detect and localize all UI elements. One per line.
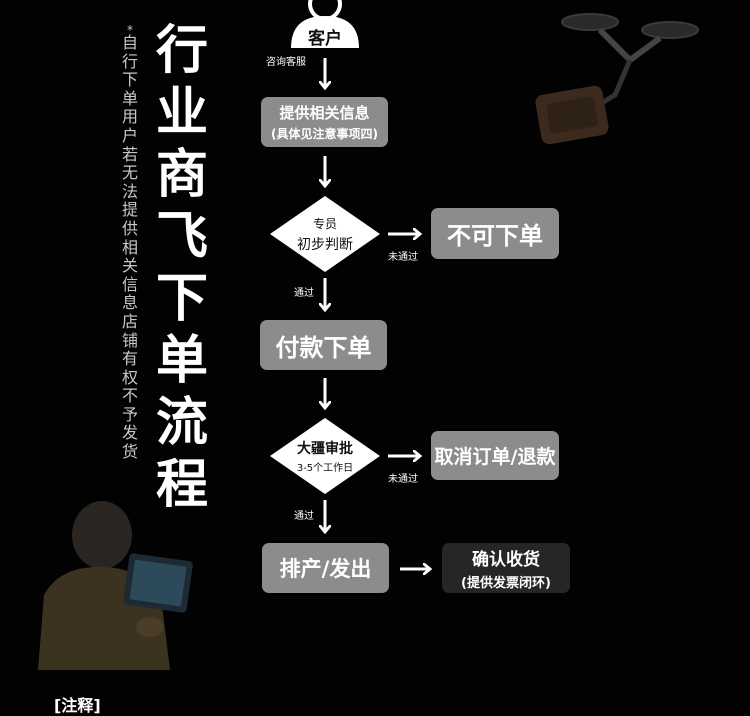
person-illustration [38, 501, 193, 670]
note-char: 关 [121, 256, 138, 276]
note-char: 信 [121, 274, 138, 294]
edge-label-fail-1: 未通过 [388, 252, 418, 263]
edge-label-pass-1: 通过 [294, 288, 314, 299]
note-char: 予 [121, 404, 138, 424]
note-char: 下 [121, 70, 138, 90]
title-char: 行 [155, 21, 208, 81]
note-char: 提 [121, 200, 138, 220]
step-confirm-receipt: 确认收货 (提供发票闭环) [442, 543, 570, 593]
step-ship: 排产/发出 [262, 543, 389, 593]
note-char: 不 [121, 386, 138, 406]
note-char: 权 [121, 367, 138, 387]
decision-2-text: 大疆审批 3-5个工作日 [280, 436, 370, 476]
title-char: 单 [155, 331, 208, 391]
reject-box-1: 不可下单 [431, 208, 559, 259]
note-char: 法 [121, 181, 138, 201]
title-char: 商 [155, 145, 208, 205]
decision-1-top: 专员 [312, 216, 337, 231]
note-char: 铺 [121, 330, 138, 350]
page-title: 行业商飞下单流程 [152, 20, 212, 516]
note-char: 发 [121, 423, 138, 443]
note-char: 单 [121, 88, 138, 108]
customer-label: 客户 [308, 29, 342, 49]
customer-icon [291, 0, 359, 48]
step-confirm-title: 确认收货 [472, 550, 540, 570]
step-provide-info-sub: (具体见注意事项四) [271, 127, 378, 141]
note-char: 自 [121, 33, 138, 52]
decision-2-sub: 3-5个工作日 [296, 463, 354, 474]
note-char: 相 [121, 237, 138, 257]
edge-label-pass-2: 通过 [294, 511, 314, 522]
title-char: 业 [155, 83, 208, 143]
decision-1-main: 初步判断 [297, 236, 353, 253]
footer-note-label: [注释] [54, 696, 101, 715]
title-char: 程 [155, 455, 208, 515]
note-char: 有 [121, 349, 138, 369]
decision-2-main: 大疆审批 [297, 441, 353, 457]
reject-1-label: 不可下单 [447, 222, 543, 250]
step-provide-info-title: 提供相关信息 [279, 104, 370, 122]
step-confirm-sub: (提供发票闭环) [461, 576, 551, 591]
note-char: 用 [121, 107, 138, 127]
reject-2-label: 取消订单/退款 [434, 446, 556, 468]
note-char: 行 [121, 51, 138, 71]
note-char: * [127, 23, 133, 37]
title-char: 下 [155, 269, 208, 329]
edge-label-consult: 咨询客服 [266, 57, 306, 68]
step-provide-info: 提供相关信息 (具体见注意事项四) [261, 97, 388, 147]
title-char: 流 [155, 393, 208, 453]
side-note: *自行下单用户若无法提供相关信息店铺有权不予发货 [118, 23, 142, 462]
note-char: 货 [121, 442, 138, 462]
title-char: 飞 [155, 207, 208, 267]
note-char: 户 [121, 125, 138, 145]
note-char: 供 [121, 218, 138, 238]
note-char: 若 [121, 144, 138, 164]
decision-diamond-2 [270, 418, 380, 494]
step-pay-order: 付款下单 [260, 320, 387, 370]
note-char: 店 [121, 311, 138, 331]
step-pay-label: 付款下单 [275, 333, 372, 362]
reject-box-2: 取消订单/退款 [431, 431, 559, 480]
decision-diamond-1 [270, 196, 380, 272]
edge-label-fail-2: 未通过 [388, 474, 418, 485]
drone-illustration [535, 13, 699, 145]
note-char: 无 [121, 163, 138, 183]
decision-1-text: 专员 初步判断 [280, 208, 370, 260]
step-ship-label: 排产/发出 [279, 557, 372, 581]
note-char: 息 [121, 293, 138, 313]
